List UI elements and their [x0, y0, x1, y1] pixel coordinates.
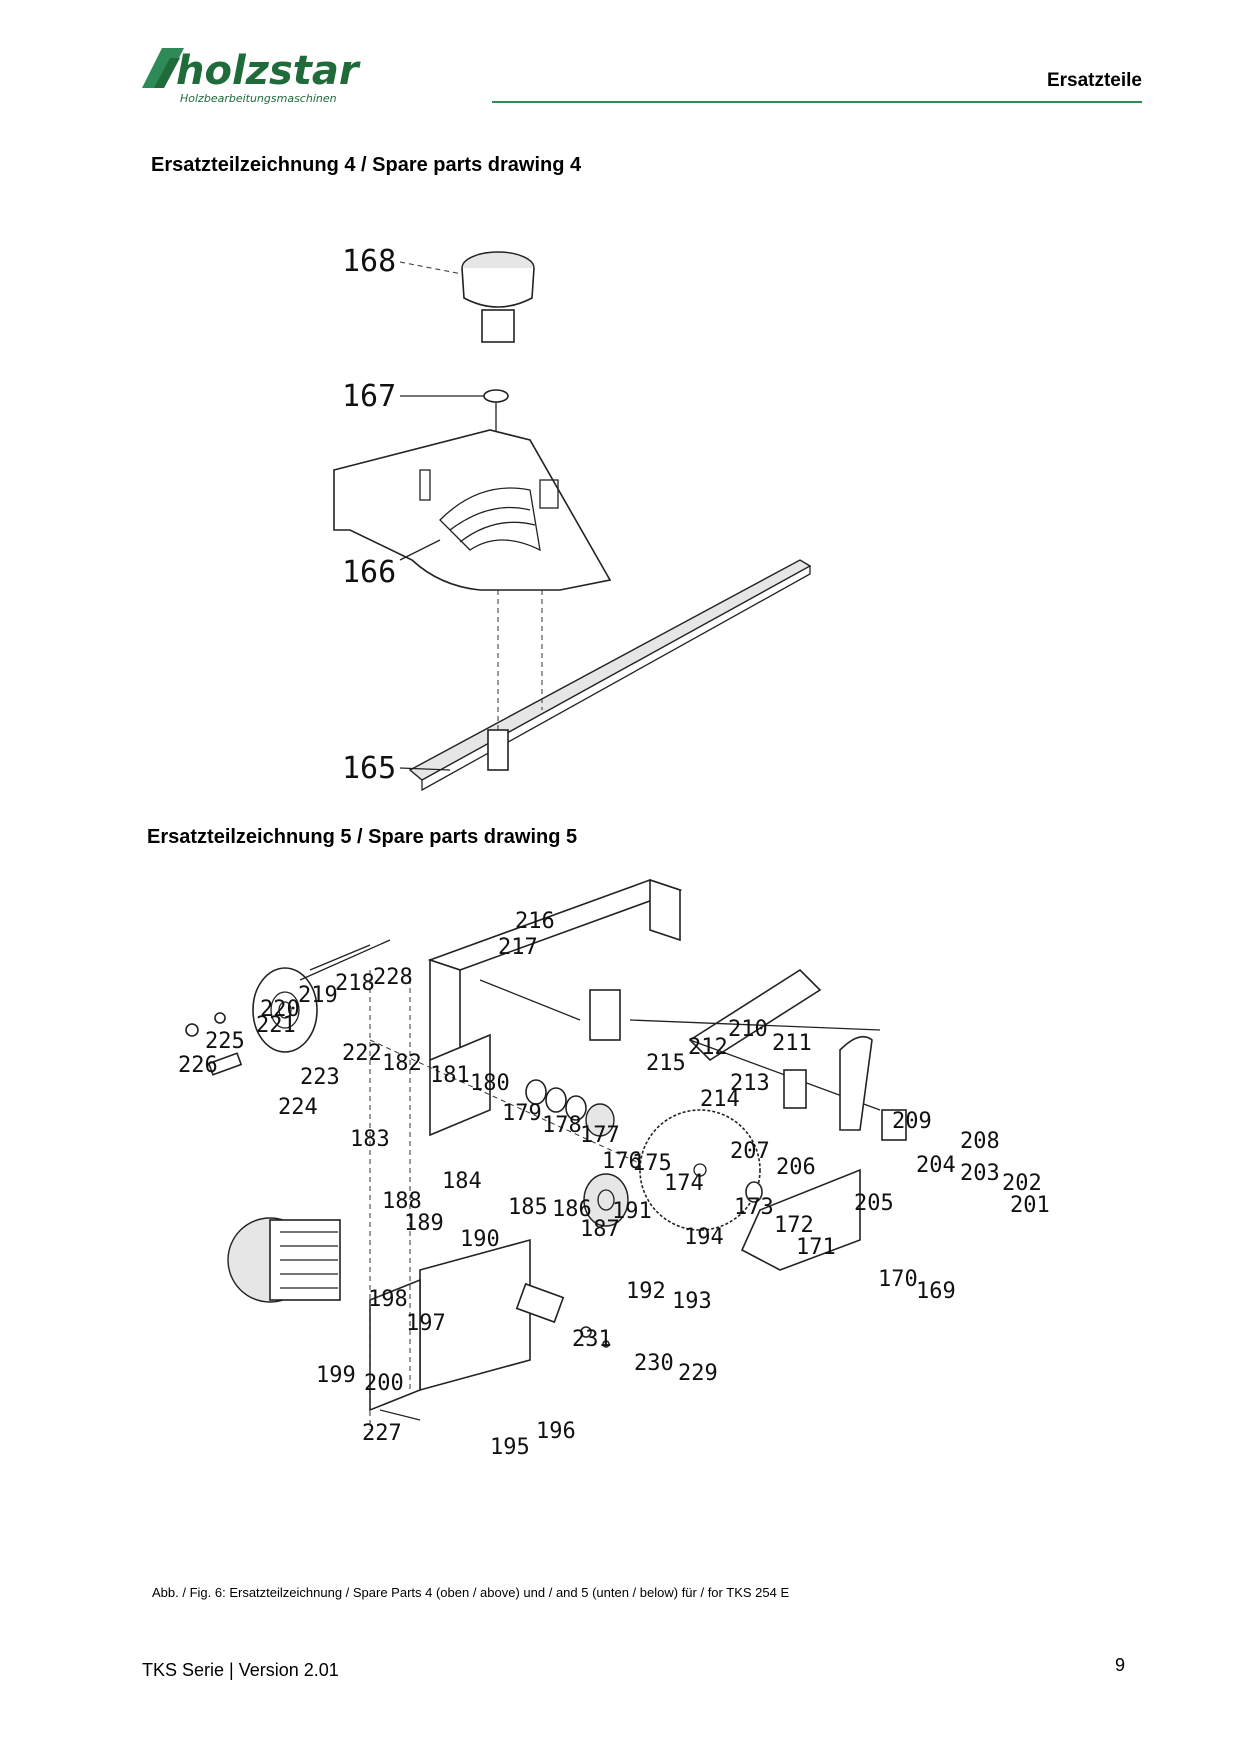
callout-194: 194 — [684, 1225, 724, 1250]
callout-227: 227 — [362, 1421, 402, 1446]
callout-192: 192 — [626, 1279, 666, 1304]
callout-167: 167 — [342, 379, 396, 414]
holzstar-logo: holzstar Holzbearbeitungsmaschinen — [142, 48, 361, 105]
callout-211: 211 — [772, 1031, 812, 1056]
callout-184: 184 — [442, 1169, 482, 1194]
callout-220: 220 — [260, 997, 300, 1022]
callout-221: 221 — [256, 1013, 296, 1038]
footer-series-version: TKS Serie | Version 2.01 — [142, 1660, 339, 1680]
callout-226: 226 — [178, 1053, 218, 1078]
section-label: Ersatzteile — [1046, 70, 1142, 91]
callout-178: 178 — [542, 1113, 582, 1138]
callout-228: 228 — [373, 965, 413, 990]
callout-196: 196 — [536, 1419, 576, 1444]
drawing5-title: Ersatzteilzeichnung 5 / Spare parts draw… — [147, 826, 578, 848]
callout-187: 187 — [580, 1217, 620, 1242]
callout-209: 209 — [892, 1109, 932, 1134]
callout-189: 189 — [404, 1211, 444, 1236]
callout-197: 197 — [406, 1311, 446, 1336]
callout-195: 195 — [490, 1435, 530, 1460]
drawing4-title: Ersatzteilzeichnung 4 / Spare parts draw… — [151, 154, 582, 176]
callout-193: 193 — [672, 1289, 712, 1314]
callout-190: 190 — [460, 1227, 500, 1252]
callout-175: 175 — [632, 1151, 672, 1176]
callout-179: 179 — [502, 1101, 542, 1126]
callout-174: 174 — [664, 1171, 704, 1196]
callout-222: 222 — [342, 1041, 382, 1066]
callout-172: 172 — [774, 1213, 814, 1238]
spare-parts-drawing-4: 168 167 166 165 — [333, 244, 812, 792]
callout-180: 180 — [470, 1071, 510, 1096]
figure-caption: Abb. / Fig. 6: Ersatzteilzeichnung / Spa… — [152, 1585, 790, 1600]
callout-231: 231 — [572, 1327, 612, 1352]
callout-169: 169 — [916, 1279, 956, 1304]
callout-183: 183 — [350, 1127, 390, 1152]
callout-171: 171 — [796, 1235, 836, 1260]
brand-name: holzstar — [176, 48, 361, 94]
callout-207: 207 — [730, 1139, 770, 1164]
callout-223: 223 — [300, 1065, 340, 1090]
callout-182: 182 — [382, 1051, 422, 1076]
callout-165: 165 — [342, 751, 396, 786]
callout-185: 185 — [508, 1195, 548, 1220]
callout-166: 166 — [342, 555, 396, 590]
callout-181: 181 — [430, 1063, 470, 1088]
callout-205: 205 — [854, 1191, 894, 1216]
callout-230: 230 — [634, 1351, 674, 1376]
callout-202: 202 — [1002, 1171, 1042, 1196]
callout-225: 225 — [205, 1029, 245, 1054]
callout-203: 203 — [960, 1161, 1000, 1186]
callout-191: 191 — [612, 1199, 652, 1224]
callout-206: 206 — [776, 1155, 816, 1180]
callout-216: 216 — [515, 909, 555, 934]
callout-218: 218 — [335, 971, 375, 996]
callout-214: 214 — [700, 1087, 740, 1112]
callout-198: 198 — [368, 1287, 408, 1312]
callout-229: 229 — [678, 1361, 718, 1386]
callout-210: 210 — [728, 1017, 768, 1042]
callout-188: 188 — [382, 1189, 422, 1214]
callout-208: 208 — [960, 1129, 1000, 1154]
page-number: 9 — [1114, 1655, 1125, 1675]
callout-204: 204 — [916, 1153, 956, 1178]
callout-168: 168 — [342, 244, 396, 279]
callout-215: 215 — [646, 1051, 686, 1076]
callout-186: 186 — [552, 1197, 592, 1222]
callout-199: 199 — [316, 1363, 356, 1388]
callout-213: 213 — [730, 1071, 770, 1096]
callout-212: 212 — [688, 1035, 728, 1060]
brand-tagline: Holzbearbeitungsmaschinen — [180, 92, 337, 105]
callout-176: 176 — [602, 1149, 642, 1174]
spare-parts-drawing-5: 216 217 218 228 219 220 221 225 226 222 … — [178, 878, 1050, 1460]
callout-219: 219 — [298, 983, 338, 1008]
callout-200: 200 — [364, 1371, 404, 1396]
callout-217: 217 — [498, 935, 538, 960]
callout-224: 224 — [278, 1095, 318, 1120]
header-rule — [492, 101, 1142, 103]
callout-201: 201 — [1010, 1193, 1050, 1218]
callout-170: 170 — [878, 1267, 918, 1292]
callout-173: 173 — [734, 1195, 774, 1220]
callout-177: 177 — [580, 1123, 620, 1148]
